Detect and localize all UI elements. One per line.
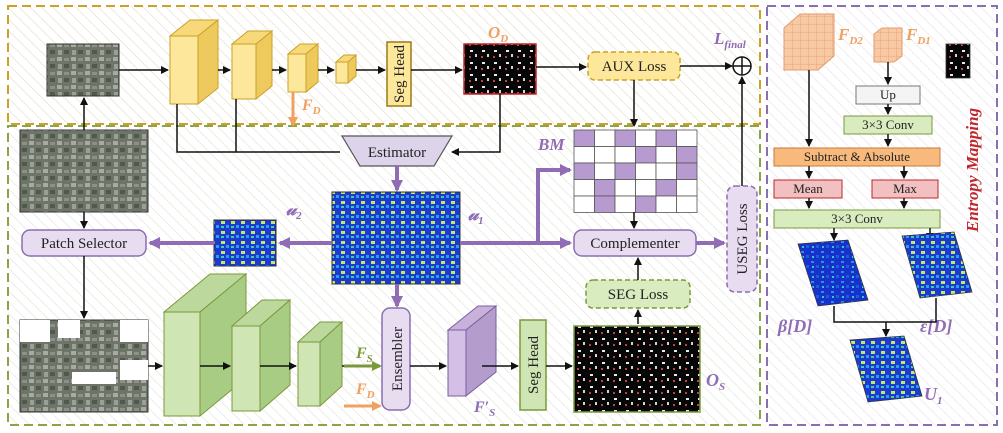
svg-text:Estimator: Estimator (368, 145, 426, 161)
svg-text:Ensembler: Ensembler (390, 327, 406, 391)
bm-cell (676, 179, 698, 197)
bm-cell (573, 195, 595, 213)
seg-loss-box: SEG Loss (585, 279, 691, 309)
bm-cell (676, 195, 698, 213)
masked-input-image (19, 319, 149, 413)
beta-label: β[D] (777, 316, 812, 336)
sum-node (732, 56, 752, 76)
bm-cell (573, 162, 595, 180)
bm-label: BM (537, 135, 565, 154)
f-s-label: FS (355, 345, 373, 365)
f-prime-s-label: F′S (473, 399, 495, 419)
u1-final-map (849, 335, 923, 403)
conv-bottom-box: 3×3 Conv (773, 209, 941, 229)
uncertainty-map-u2 (213, 219, 277, 267)
seg-head-top: Seg Head (386, 41, 412, 107)
beta-map (797, 239, 869, 307)
entropy-thumb (945, 43, 971, 79)
useg-loss-box: USEG Loss (726, 185, 758, 293)
aux-loss-box: AUX Loss (587, 51, 681, 81)
svg-text:Patch Selector: Patch Selector (41, 236, 127, 252)
bm-cell (594, 179, 616, 197)
bm-cell (614, 179, 636, 197)
patch-selector-box: Patch Selector (21, 229, 147, 257)
svg-text:Subtract & Absolute: Subtract & Absolute (804, 149, 910, 164)
bm-cell (594, 195, 616, 213)
bm-cell (676, 162, 698, 180)
input-image-top (46, 43, 120, 97)
bm-cell (594, 162, 616, 180)
student-encoder-green (162, 272, 344, 418)
complementer-box: Complementer (573, 229, 697, 257)
epsilon-map (901, 231, 973, 299)
f-d-label: FD (301, 97, 321, 117)
feature-grid-fd1 (873, 27, 903, 63)
feature-grid-fd2 (783, 13, 835, 71)
svg-text:Up: Up (880, 87, 896, 102)
svg-text:Max: Max (893, 181, 917, 196)
conv-top-box: 3×3 Conv (843, 115, 933, 135)
decoder-encoder-yellow (168, 18, 358, 106)
f-prime-s-block (446, 304, 498, 398)
svg-text:Seg Head: Seg Head (526, 336, 542, 394)
up-box: Up (855, 85, 921, 105)
bm-cell (594, 129, 616, 147)
u1-label: 𝓊1 (468, 204, 484, 227)
bm-cell (676, 146, 698, 164)
subtract-absolute-box: Subtract & Absolute (773, 147, 941, 167)
bm-cell (655, 179, 677, 197)
bm-cell (614, 129, 636, 147)
mean-box: Mean (773, 179, 843, 199)
binary-mask-grid (573, 129, 698, 213)
max-box: Max (871, 179, 939, 199)
epsilon-label: ε[D] (920, 316, 952, 336)
bm-cell (573, 179, 595, 197)
svg-text:3×3 Conv: 3×3 Conv (831, 211, 883, 226)
estimator-box: Estimator (340, 135, 454, 167)
bm-cell (635, 162, 657, 180)
bm-cell (655, 195, 677, 213)
f-d-bottom-label: FD (355, 381, 375, 401)
output-o-s (573, 325, 701, 413)
svg-text:Mean: Mean (793, 181, 823, 196)
fd2-label: FD2 (837, 25, 863, 47)
l-final-label: Lfinal (713, 29, 747, 51)
svg-text:Complementer: Complementer (590, 236, 679, 252)
u1-final-label: U1 (924, 384, 943, 407)
bm-cell (655, 162, 677, 180)
svg-text:USEG Loss: USEG Loss (735, 203, 751, 274)
bm-cell (655, 129, 677, 147)
bm-cell (573, 146, 595, 164)
bm-cell (635, 129, 657, 147)
bm-cell (594, 146, 616, 164)
input-image-left (19, 129, 149, 213)
bm-cell (614, 195, 636, 213)
entropy-mapping-label: Entropy Mapping (963, 107, 982, 233)
ensembler-box: Ensembler (381, 307, 411, 411)
u2-label: 𝓊2 (286, 199, 302, 222)
bm-cell (614, 162, 636, 180)
bm-cell (635, 146, 657, 164)
bm-cell (573, 129, 595, 147)
fd1-label: FD1 (905, 25, 931, 47)
o-d-label: OD (488, 23, 508, 45)
o-s-label: OS (706, 370, 725, 393)
svg-text:SEG Loss: SEG Loss (608, 287, 669, 303)
svg-text:3×3 Conv: 3×3 Conv (862, 117, 914, 132)
svg-text:Seg Head: Seg Head (392, 45, 408, 103)
bm-cell (676, 129, 698, 147)
bm-cell (635, 195, 657, 213)
uncertainty-map-u1 (331, 191, 461, 285)
svg-text:AUX Loss: AUX Loss (602, 59, 667, 75)
bm-cell (655, 146, 677, 164)
bm-cell (635, 179, 657, 197)
output-o-d (463, 43, 537, 95)
bm-cell (614, 146, 636, 164)
seg-head-bottom: Seg Head (519, 319, 547, 411)
